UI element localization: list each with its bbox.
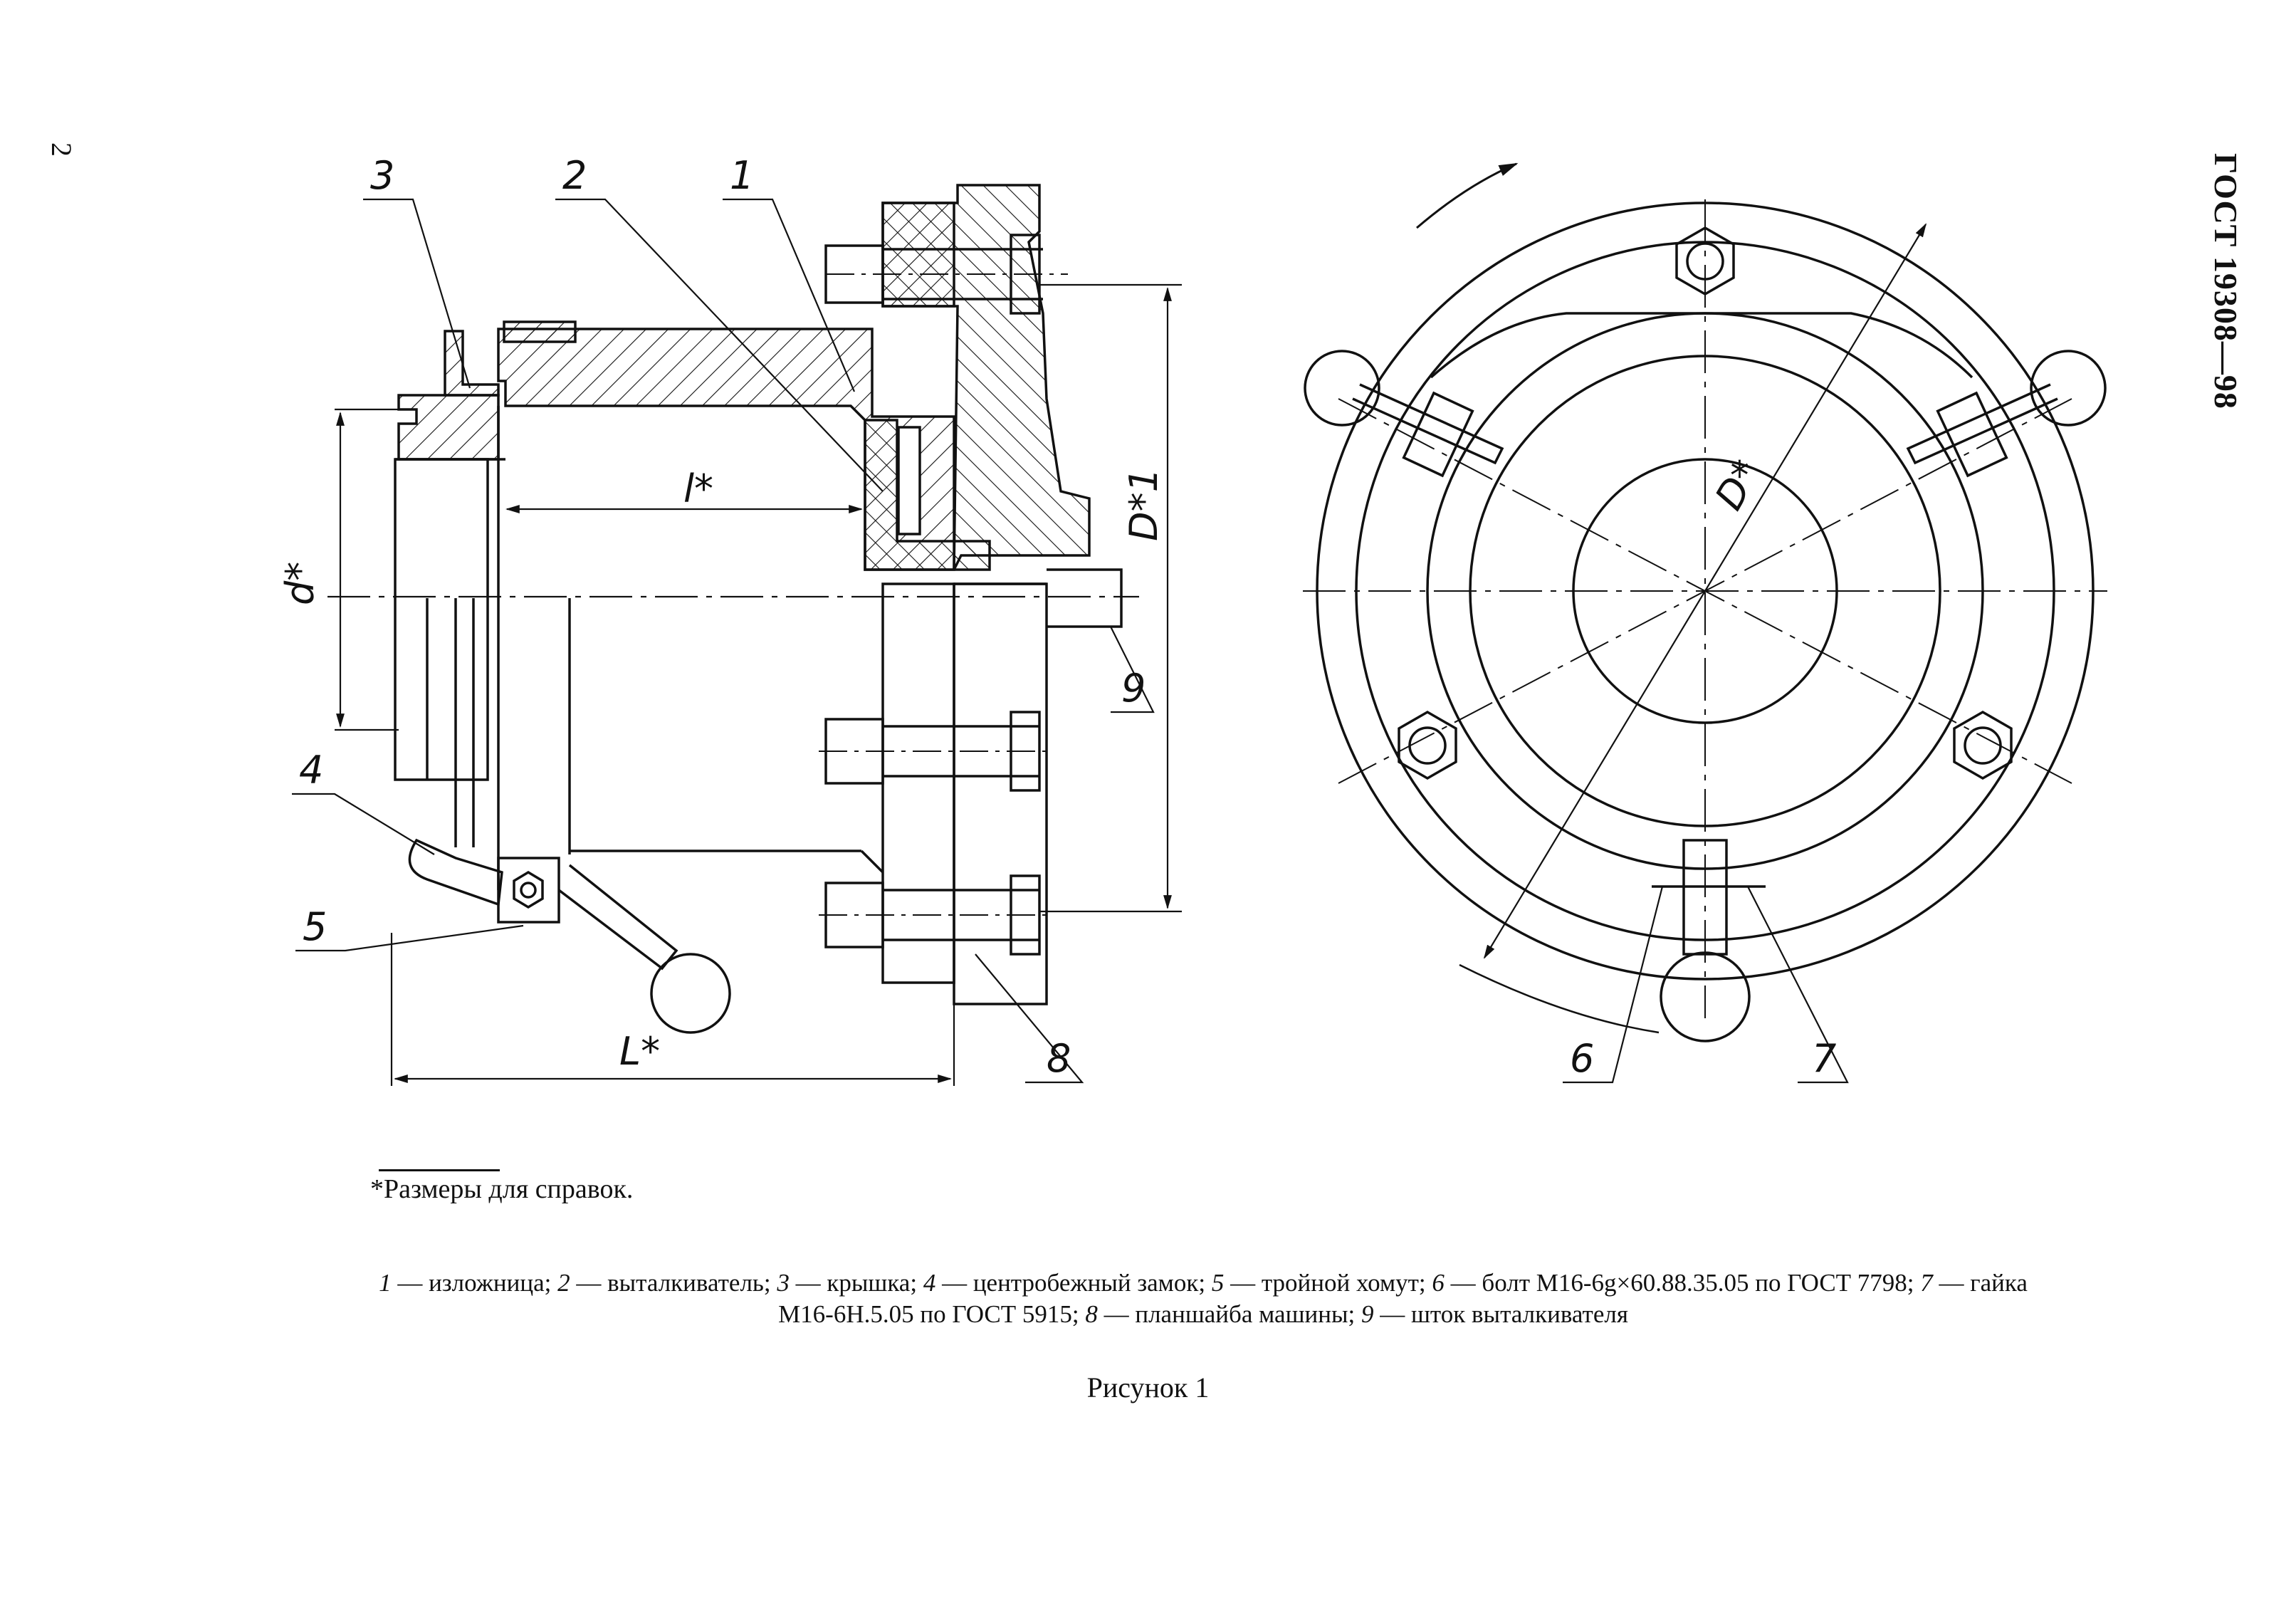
caption-text: — болт М16-6g×60.88.35.05 по ГОСТ 7798; [1444,1269,1921,1297]
caption-num: 3 [777,1269,790,1297]
label-5: 5 [303,904,327,949]
caption-text: — выталкиватель; [570,1269,777,1297]
label-2: 2 [562,153,587,198]
dim-l-label: l* [683,466,713,511]
figure-title: Рисунок 1 [1086,1371,1210,1403]
caption-num: 4 [923,1269,936,1297]
caption-text: — изложница; [391,1269,558,1297]
label-6: 6 [1570,1036,1594,1081]
dim-L-label: L* [619,1029,660,1074]
caption-text: — центробежный замок; [935,1269,1212,1297]
cover [397,394,500,461]
caption-text: — крышка; [789,1269,923,1297]
caption-num: 6 [1432,1269,1445,1297]
caption-num: 5 [1211,1269,1225,1297]
caption-num: 7 [1920,1269,1933,1297]
caption-line-1: 1 — изложница; 2 — выталкиватель; 3 — кр… [327,1267,2079,1299]
dim-D-label: D* [1707,453,1770,518]
footnote-rule [379,1169,500,1171]
dim-D1-label: D*1 [1121,468,1166,541]
front-view [1303,162,2107,1084]
label-7: 7 [1812,1036,1836,1081]
technical-drawing: 3 2 1 4 5 8 9 6 7 l* d* D*1 D* L* [278,153,2107,1086]
centrifugal-lock [408,838,503,906]
standard-title: ГОСТ 19308—98 [2208,153,2244,409]
section-view [292,184,1182,1086]
caption-num: 9 [1361,1300,1374,1328]
caption-text: — тройной хомут; [1224,1269,1432,1297]
figure-caption: 1 — изложница; 2 — выталкиватель; 3 — кр… [327,1267,2079,1330]
ejector [864,419,991,571]
label-4: 4 [299,748,323,793]
dim-D [1483,223,1927,959]
label-9: 9 [1121,666,1146,711]
label-1: 1 [730,153,754,198]
caption-text: — шток выталкивателя [1373,1300,1628,1328]
caption-num: 2 [557,1269,570,1297]
footnote: *Размеры для справок. [370,1174,634,1204]
dim-d-label: d* [278,562,323,605]
caption-line-2: М16-6Н.5.05 по ГОСТ 5915; 8 — планшайба … [327,1299,2079,1330]
rotation-arrow [1416,162,1519,229]
caption-num: 8 [1085,1300,1098,1328]
caption-text: М16-6Н.5.05 по ГОСТ 5915; [778,1300,1086,1328]
caption-text: — гайка [1932,1269,2028,1297]
label-3: 3 [370,153,394,198]
caption-text: — планшайба машины; [1097,1300,1361,1328]
clamp [497,857,560,924]
label-8: 8 [1047,1036,1071,1081]
caption-num: 1 [379,1269,392,1297]
